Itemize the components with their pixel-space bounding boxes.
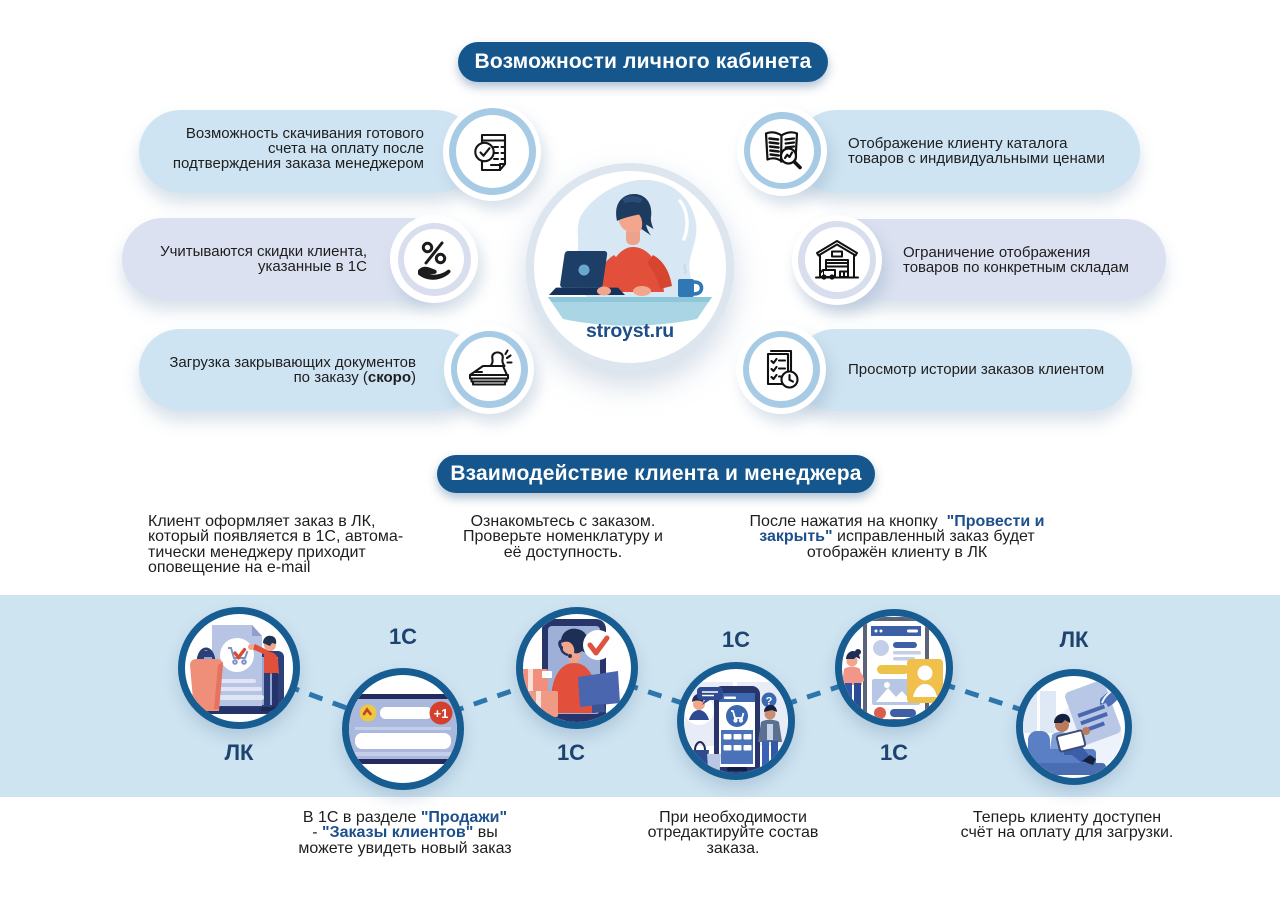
post-and-close-illustration — [842, 617, 946, 720]
flow-label-lk-1: ЛК — [224, 740, 254, 765]
flow-node-client-places-order — [178, 607, 300, 729]
step-text-client-order: Клиент оформляет заказ в ЛК, который поя… — [148, 513, 404, 576]
edit-order-illustration: ? — [684, 682, 787, 773]
feature-text-invoice-download: Возможность скачивания готового счета на… — [172, 125, 424, 172]
flow-label-1c-3: 1С — [721, 627, 751, 652]
text-line: В 1С в разделе "Продажи" — [302, 809, 508, 826]
warehouse-icon — [804, 227, 870, 292]
step-text-review-order: Ознакомьтесь с заказом. Проверьте номенк… — [463, 513, 663, 561]
flow-node-manager-reviews — [516, 607, 638, 729]
catalog-prices-icon — [750, 118, 814, 183]
feature-pill-closing-documents — [139, 329, 479, 411]
flow-label-1c-2: 1С — [556, 740, 586, 765]
feature-text-discounts: Учитываются скидки клиента, указанные в … — [160, 243, 367, 275]
text-line: - "Заказы клиентов" вы — [312, 824, 498, 842]
invoice-check-icon — [455, 115, 529, 188]
flow-node-client-downloads — [1016, 669, 1132, 785]
manager-reviews-illustration — [523, 619, 620, 722]
flow-label-1c-1: 1С — [388, 624, 418, 649]
new-order-notification-illustration: +1 — [349, 694, 457, 764]
flow-node-post-and-close — [835, 609, 953, 727]
feature-text-catalog: Отображение клиенту каталога товаров с и… — [848, 135, 1105, 167]
step-text-post-close: После нажатия на кнопку "Провести и закр… — [742, 513, 1052, 561]
feature-pill-order-history — [794, 329, 1132, 411]
flow-label-1c-4: 1С — [879, 740, 909, 765]
client-downloads-illustration — [1023, 680, 1124, 778]
brand-site-label: stroyst.ru — [586, 320, 674, 342]
client-places-order-illustration — [190, 625, 292, 714]
caption-invoice-ready: Теперь клиенту доступен счёт на оплату д… — [960, 809, 1174, 842]
feature-text-warehouses: Ограничение отображения товаров по конкр… — [903, 244, 1129, 276]
flow-label-lk-2: ЛК — [1059, 627, 1089, 652]
svg-text:+1: +1 — [434, 706, 449, 721]
feature-text-closing-documents: Загрузка закрывающих документов по заказ… — [169, 354, 416, 386]
brand-circle: stroyst.ru — [526, 163, 734, 371]
stamp-documents-icon — [457, 337, 521, 401]
flow-node-edit-order: ? — [677, 662, 795, 780]
caption-edit-order: При необходимости отредактируйте состав … — [647, 809, 819, 857]
flow-node-new-order-notification: +1 — [342, 668, 464, 790]
text-line: После нажатия на кнопку "Провести и — [749, 513, 1045, 530]
svg-text:?: ? — [766, 696, 773, 708]
person-laptop-illustration — [548, 179, 712, 326]
section-title-interaction-label: Взаимодействие клиента и менеджера — [450, 462, 862, 485]
section-title-features: Возможности личного кабинета — [458, 42, 828, 82]
section-title-interaction: Взаимодействие клиента и менеджера — [437, 455, 875, 493]
feature-text-order-history: Просмотр истории заказов клиентом — [848, 361, 1105, 378]
feature-pill-invoice-download — [139, 110, 477, 193]
order-history-icon — [749, 337, 813, 401]
discount-hand-icon — [404, 229, 464, 289]
feature-pill-catalog — [795, 110, 1140, 193]
caption-new-order: В 1С в разделе "Продажи" - "Заказы клиен… — [290, 809, 520, 857]
section-title-features-label: Возможности личного кабинета — [474, 50, 812, 73]
